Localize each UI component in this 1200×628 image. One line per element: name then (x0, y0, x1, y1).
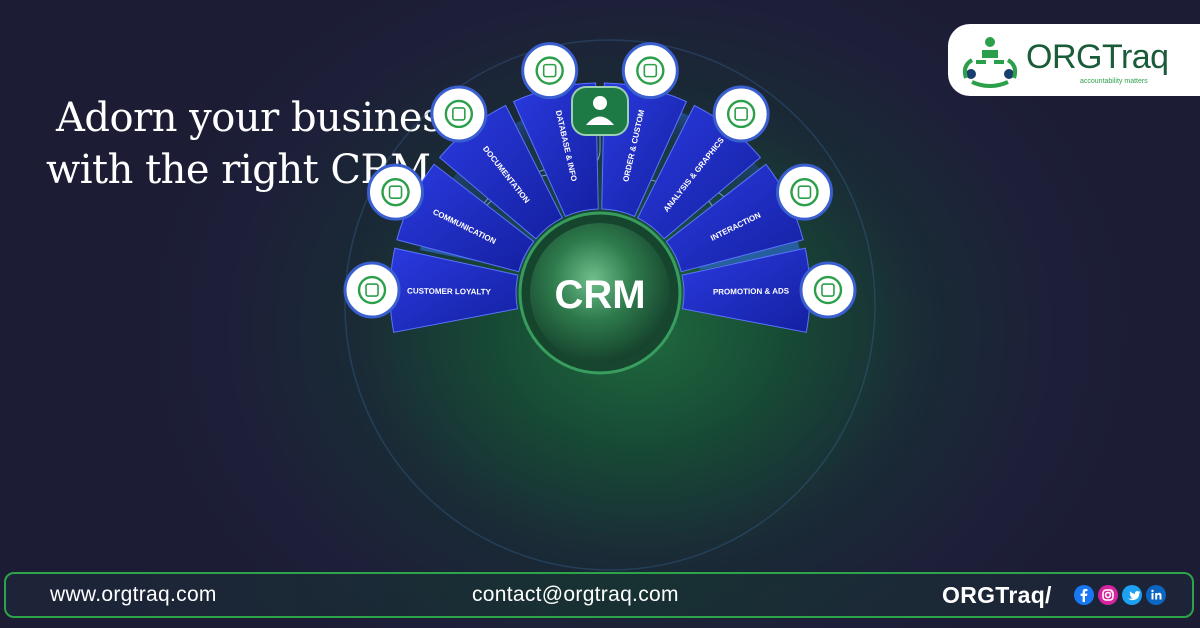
crm-center-circle (530, 223, 670, 363)
footer-bar: www.orgtraq.com contact@orgtraq.com ORGT… (4, 572, 1194, 618)
megaphone-icon (799, 261, 857, 319)
chat-bubbles-icon (367, 163, 425, 221)
headline: Adorn your business with the right CRM (46, 92, 476, 196)
document-icon (430, 85, 488, 143)
logo-name: ORGTraq (1026, 38, 1169, 76)
headline-line-1: Adorn your business (56, 95, 463, 141)
segment-icons-group (343, 42, 857, 319)
email-link[interactable]: contact@orgtraq.com (472, 583, 679, 606)
logo-tagline: accountability matters (1080, 78, 1148, 85)
website-link[interactable]: www.orgtraq.com (50, 583, 217, 606)
segment-label: CUSTOMER LOYALTY (407, 286, 492, 296)
orgtraq-logo-icon (962, 37, 1018, 88)
segments-group: CUSTOMER LOYALTYCOMMUNICATIONDOCUMENTATI… (389, 82, 811, 333)
user-node (571, 86, 629, 136)
social-handle: ORGTraq/ (942, 582, 1052, 608)
user-icon (593, 96, 607, 110)
hand-star-icon (343, 261, 401, 319)
network-users-icon (775, 163, 833, 221)
logo[interactable]: ORGTraq accountability matters (948, 24, 1200, 96)
line-chart-icon (712, 85, 770, 143)
linkedin-icon[interactable] (1146, 585, 1166, 605)
facebook-icon[interactable] (1074, 585, 1094, 605)
instagram-icon[interactable] (1098, 585, 1118, 605)
database-icon (521, 42, 579, 100)
headline-line-2: with the right CRM (46, 147, 431, 193)
twitter-icon[interactable] (1122, 585, 1142, 605)
clipboard-icon (621, 42, 679, 100)
crm-center-label: CRM (554, 273, 645, 317)
segment-label: PROMOTION & ADS (713, 287, 790, 297)
